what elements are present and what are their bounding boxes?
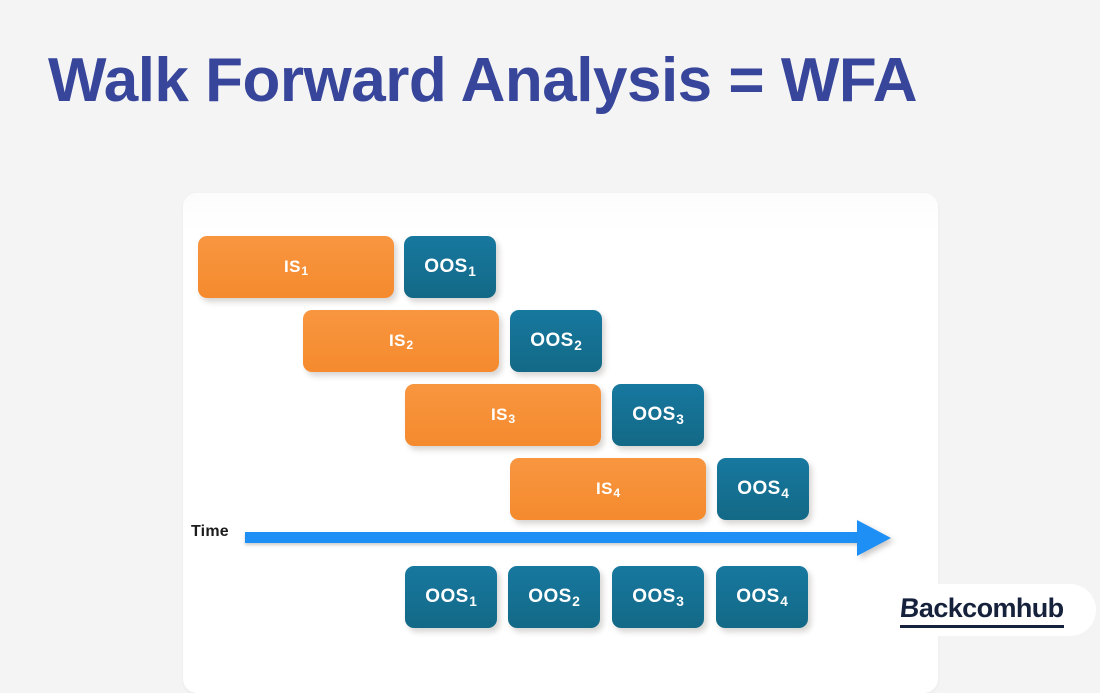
brand-logo-text: Backcomhub [898, 593, 1064, 628]
block-label: IS [595, 479, 613, 498]
arrow-shaft [245, 532, 865, 543]
block-label: IS [388, 331, 406, 350]
block-label-subscript: 2 [572, 593, 581, 609]
time-axis-label: Time [191, 523, 229, 540]
block-label: IS [490, 405, 508, 424]
block-label-subscript: 2 [406, 338, 414, 352]
block-label-subscript: 3 [676, 593, 685, 609]
block-label: OOS [425, 586, 469, 607]
block-label: OOS [632, 404, 676, 425]
slide-root: { "title": "Walk Forward Analysis = WFA"… [48, 46, 1096, 693]
block-label-subscript: 1 [301, 264, 309, 278]
arrow-head-icon [857, 520, 891, 556]
block-label-subscript: 3 [676, 411, 685, 427]
block-label-subscript: 4 [780, 593, 789, 609]
block-label-subscript: 1 [468, 263, 477, 279]
block-label-subscript: 3 [508, 412, 516, 426]
block-label: OOS [528, 586, 572, 607]
block-label-subscript: 4 [781, 485, 790, 501]
block-label: IS [283, 257, 301, 276]
block-label: OOS [737, 478, 781, 499]
block-label-subscript: 4 [613, 486, 621, 500]
block-label-subscript: 1 [469, 593, 478, 609]
block-label: OOS [530, 330, 574, 351]
card-top-wash [183, 193, 938, 233]
brand-logo-rest: ackcomhub [918, 593, 1064, 623]
page-title: Walk Forward Analysis = WFA [48, 46, 918, 115]
brand-logo: Backcomhub [878, 584, 1096, 636]
block-label: OOS [424, 256, 468, 277]
block-label: OOS [632, 586, 676, 607]
block-label: OOS [736, 586, 780, 607]
block-label-subscript: 2 [574, 337, 583, 353]
brand-logo-initial: B [898, 593, 921, 623]
time-axis-arrow [245, 520, 897, 556]
